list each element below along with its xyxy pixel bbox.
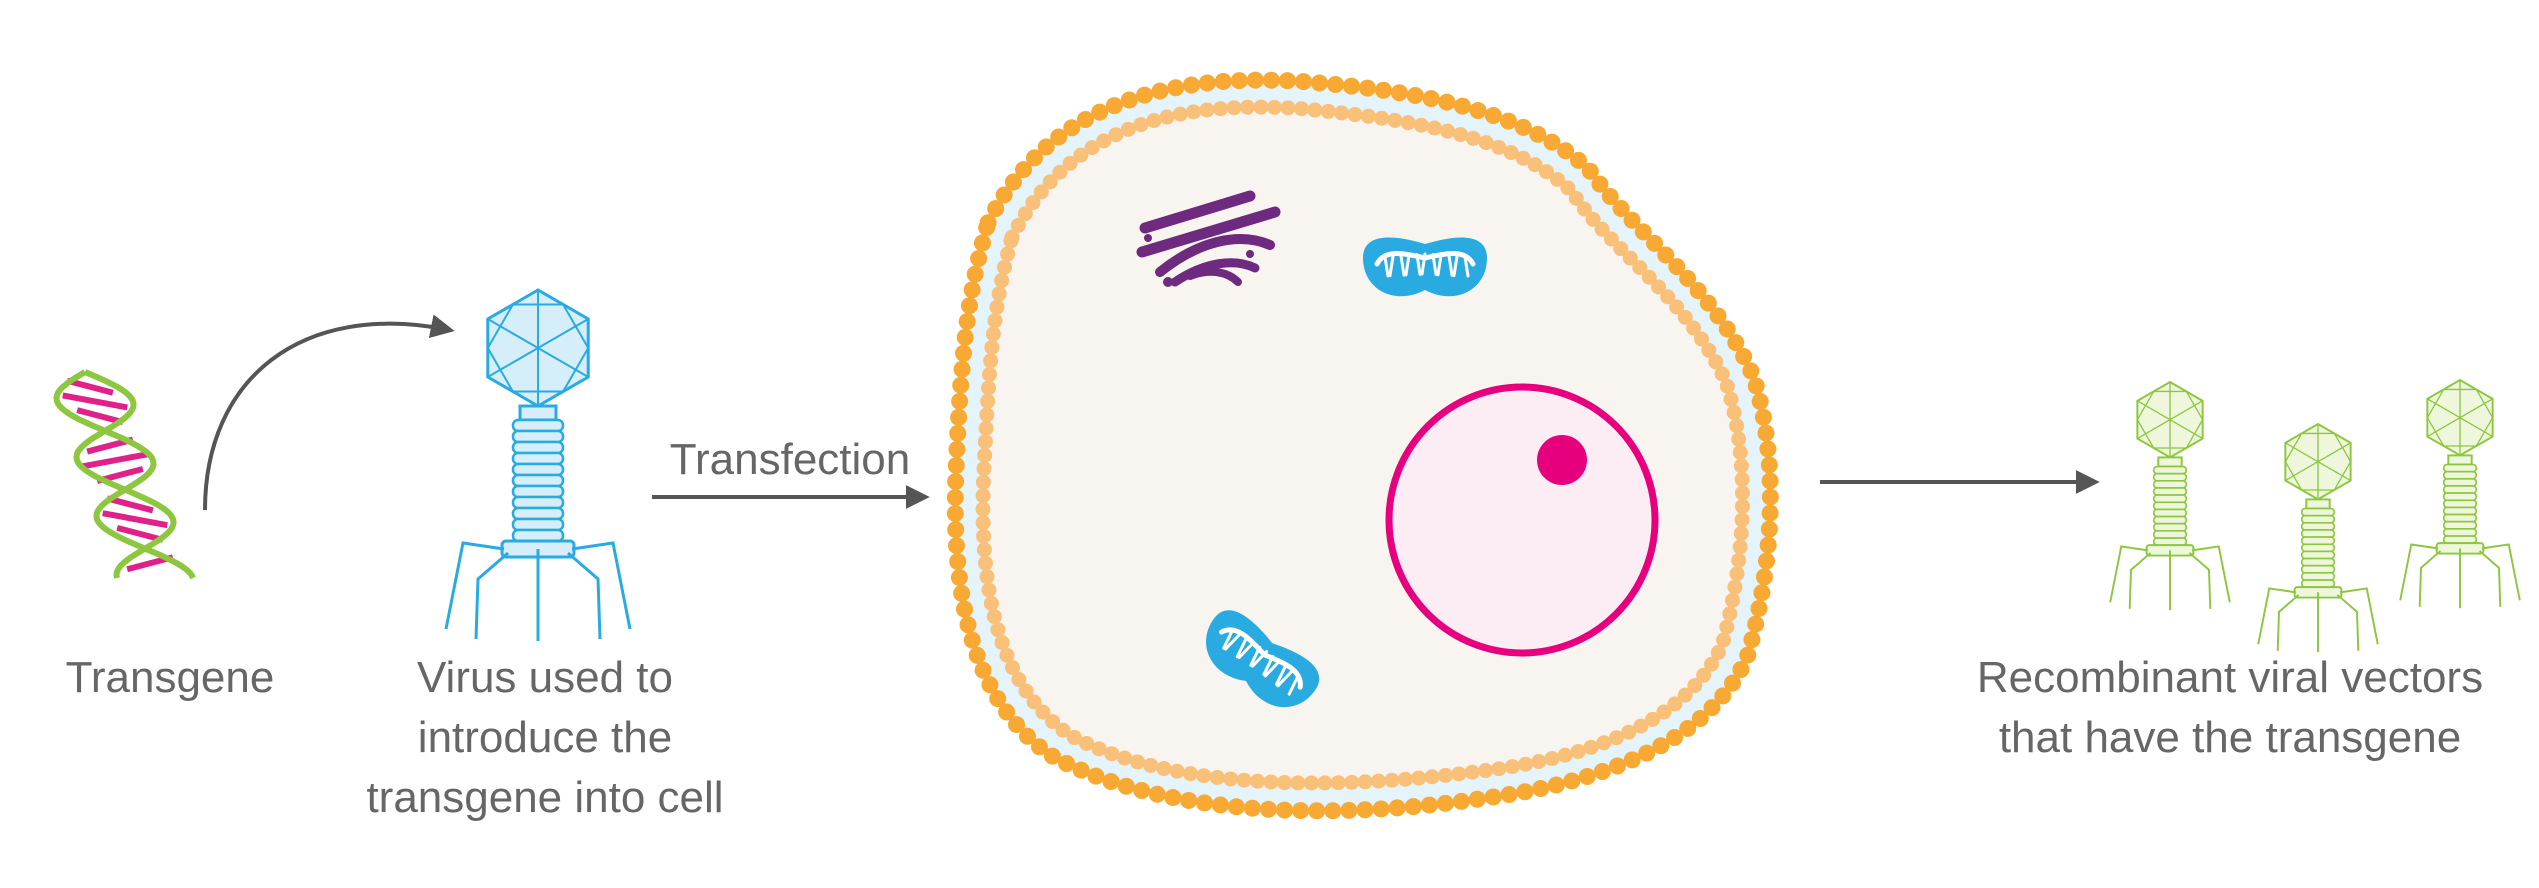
dna-rung [106,495,154,514]
cell-membrane-outer [946,71,1779,820]
dna-rung [76,407,124,426]
transgene-label: Transgene [65,653,275,702]
dna-rung [62,392,128,411]
dna-rung [82,451,148,470]
dna-rung [116,524,164,543]
vector-icon [2109,380,2231,611]
virus-label: Virus used to introduce the transgene in… [366,653,724,822]
golgi-icon [1136,190,1281,287]
vector-icon [2257,422,2379,653]
cell-icon [946,71,1779,820]
mitochondrion-icon [1206,610,1320,708]
transfection-label: Transfection [669,435,911,484]
cytoplasm [956,80,1770,810]
dna-strand [53,369,196,580]
mitochondrion-icon [1363,237,1487,297]
dna-rung [66,377,114,396]
nucleolus-icon [1537,435,1587,485]
dna-strand [73,369,177,579]
cell-membrane-inner [975,99,1751,791]
curved-arrow-icon [203,314,455,511]
dna-rung [102,510,168,529]
nucleus-icon [1385,383,1659,657]
virus-icon [444,288,632,641]
vector-icon [2399,378,2521,609]
recombinant-label: Recombinant viral vectors that have the … [1976,653,2484,762]
dna-icon [53,369,196,580]
